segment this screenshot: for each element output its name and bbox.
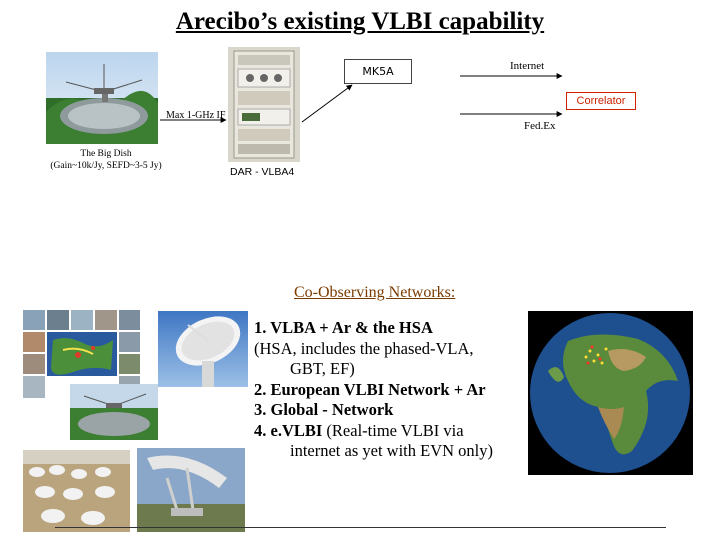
large-antenna-photo xyxy=(158,311,248,387)
dar-label: DAR - VLBA4 xyxy=(230,166,295,178)
network-item-3: 3. Global - Network xyxy=(254,400,524,421)
mk5a-label: MK5A xyxy=(362,65,394,78)
network-item-1: 1. VLBA + Ar & the HSA xyxy=(254,318,524,339)
equipment-rack-photo xyxy=(228,47,300,162)
dish-caption-line2: (Gain~10k/Jy, SEFD~3-5 Jy) xyxy=(50,161,162,171)
network-item-4-bold: 4. e.VLBI xyxy=(254,420,323,440)
fedex-label: Fed.Ex xyxy=(524,120,556,132)
vlba-antenna-collage xyxy=(23,310,140,398)
correlator-label: Correlator xyxy=(576,95,626,107)
network-item-4: 4. e.VLBI (Real-time VLBI via xyxy=(254,421,524,442)
networks-heading: Co-Observing Networks: xyxy=(294,284,456,301)
network-item-3-text: 3. Global - Network xyxy=(254,400,394,419)
arecibo-small-photo xyxy=(70,384,158,440)
mk5a-box: MK5A xyxy=(344,59,412,84)
internet-label: Internet xyxy=(510,60,545,72)
antenna-array-photo xyxy=(23,450,130,532)
network-list: 1. VLBA + Ar & the HSA (HSA, includes th… xyxy=(254,318,524,462)
correlator-box: Correlator xyxy=(566,92,636,110)
network-item-4-detail: internet as yet with EVN only) xyxy=(290,441,493,460)
if-label: Max 1-GHz IF xyxy=(166,110,226,121)
dish-caption-line1: The Big Dish xyxy=(80,149,132,159)
bottom-divider xyxy=(55,527,666,528)
rack-to-mk5a-arrow xyxy=(301,84,353,123)
network-item-2: 2. European VLBI Network + Ar xyxy=(254,380,524,401)
dish-caption: The Big Dish (Gain~10k/Jy, SEFD~3-5 Jy) xyxy=(36,148,176,172)
network-item-1-text: 1. VLBA + Ar & the HSA xyxy=(254,318,433,337)
globe-map-photo xyxy=(528,311,693,475)
network-item-1-detail-b: GBT, EF) xyxy=(290,359,355,378)
network-item-4-rest: (Real-time VLBI via xyxy=(322,420,464,440)
network-item-2-text: 2. European VLBI Network + Ar xyxy=(254,379,486,399)
network-item-1-detail-a: (HSA, includes the phased-VLA, xyxy=(254,338,474,358)
page-title: Arecibo’s existing VLBI capability xyxy=(175,8,545,35)
flow-arrows xyxy=(160,73,563,123)
arecibo-dish-photo xyxy=(46,52,158,144)
gbt-antenna-photo xyxy=(137,448,245,532)
